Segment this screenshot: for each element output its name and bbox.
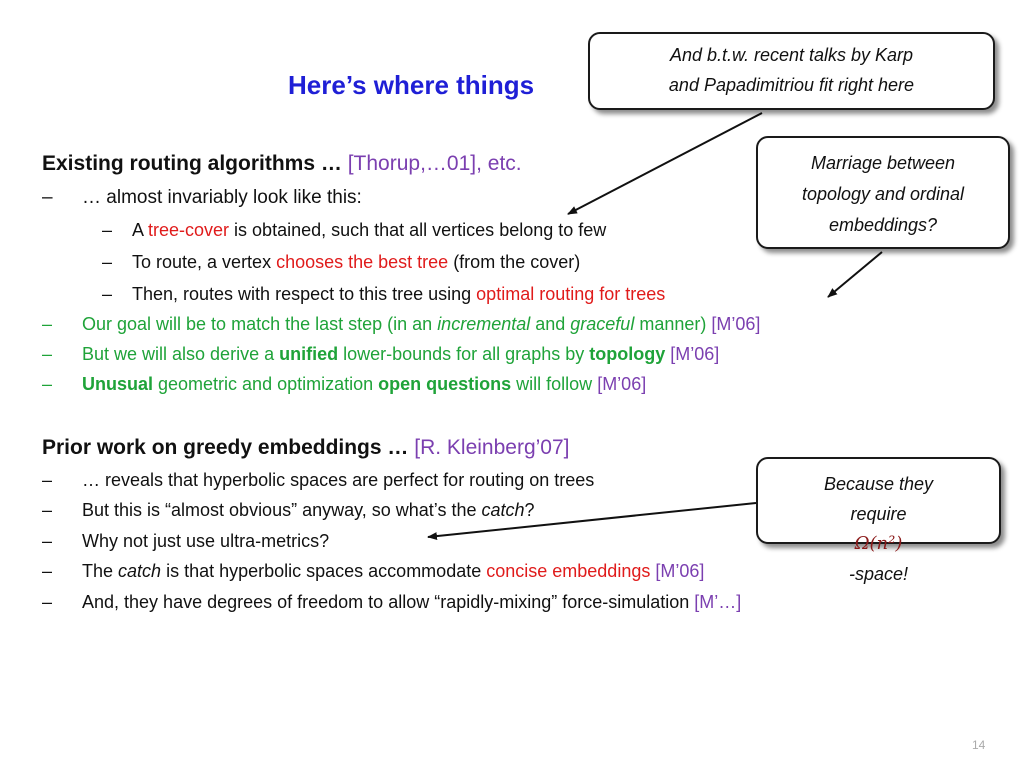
marriage-callout-arrow — [827, 251, 883, 298]
section2-bullet1: … reveals that hyperbolic spaces are per… — [82, 470, 595, 490]
section2-bullet3: Why not just use ultra-metrics? — [82, 531, 330, 551]
because-callout-arrow — [427, 502, 757, 541]
section2-bullet2: But this is “almost obvious” anyway, so … — [82, 500, 535, 520]
bullet-dash: – — [42, 470, 53, 490]
because-callout: Because they require Ω(n²)-space! — [756, 457, 1001, 584]
section1-bullet3: But we will also derive a unified lower-… — [82, 344, 720, 364]
section2-heading: Prior work on greedy embeddings … [R. Kl… — [42, 436, 570, 459]
bullet-dash: – — [42, 531, 53, 551]
omega-n-squared: Ω(n²) — [854, 533, 903, 554]
karp-papadimitriou-callout: And b.t.w. recent talks by Karp and Papa… — [588, 32, 995, 110]
section1-heading-ref: [Thorup,…01], etc. — [341, 152, 522, 175]
section1-bullet4: Unusual geometric and optimization open … — [82, 374, 647, 394]
section1-sub3: Then, routes with respect to this tree u… — [132, 284, 666, 304]
bullet-dash: – — [42, 344, 53, 364]
section2-heading-ref: [R. Kleinberg’07] — [408, 436, 570, 459]
section1-sub2: To route, a vertex chooses the best tree… — [132, 252, 581, 272]
page-number: 14 — [972, 738, 986, 752]
section1-bullet2: Our goal will be to match the last step … — [82, 314, 761, 334]
bullet-dash: – — [42, 500, 53, 520]
karp-callout-arrow — [567, 112, 763, 215]
section1-sub1: A tree-cover is obtained, such that all … — [132, 220, 607, 240]
slide-title: Here’s where things — [288, 70, 535, 100]
section1-bullet1: … almost invariably look like this: — [82, 187, 362, 208]
bullet-dash: – — [42, 561, 53, 581]
sub-bullet-dash: – — [102, 252, 113, 272]
sub-bullet-dash: – — [102, 284, 113, 304]
section2-bullet4: The catch is that hyperbolic spaces acco… — [82, 561, 705, 581]
section2-bullet5: And, they have degrees of freedom to all… — [82, 592, 742, 612]
bullet-dash: – — [42, 592, 53, 612]
marriage-callout: Marriage between topology and ordinal em… — [756, 136, 1010, 249]
section1-heading: Existing routing algorithms … [Thorup,…0… — [42, 152, 522, 175]
bullet-dash: – — [42, 187, 53, 208]
bullet-dash: – — [42, 374, 53, 394]
sub-bullet-dash: – — [102, 220, 113, 240]
bullet-dash: – — [42, 314, 53, 334]
